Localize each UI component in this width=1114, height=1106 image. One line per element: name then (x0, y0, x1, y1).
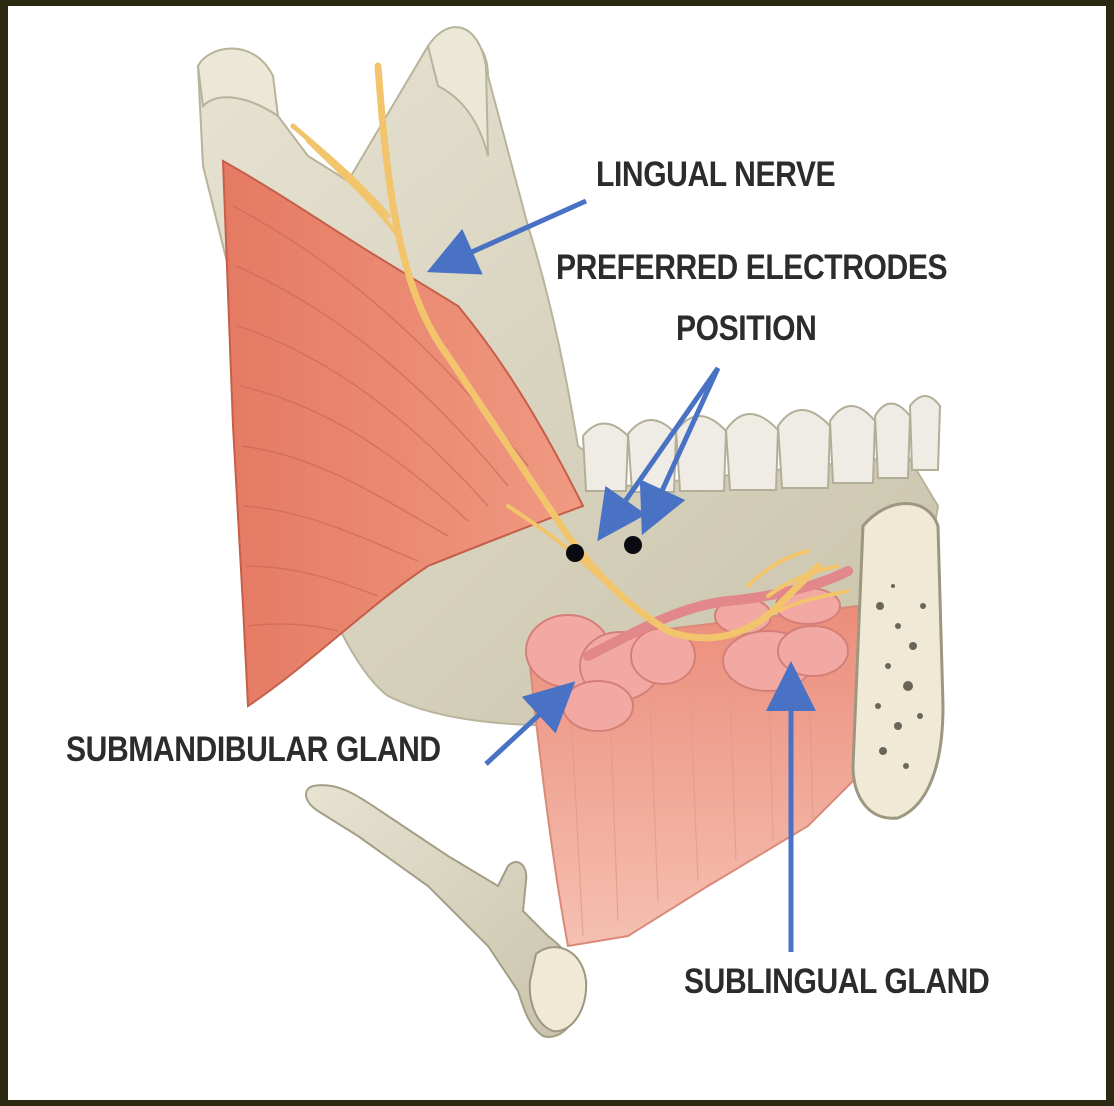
label-electrodes-line1: PREFERRED ELECTRODES (556, 250, 947, 285)
label-lingual-nerve: LINGUAL NERVE (596, 157, 835, 192)
electrode-dot-left (566, 544, 584, 562)
figure-frame: LINGUAL NERVE PREFERRED ELECTRODES POSIT… (8, 6, 1106, 1100)
teeth (583, 396, 940, 492)
mandible-illustration (8, 6, 1106, 1100)
label-sublingual-gland: SUBLINGUAL GLAND (684, 964, 989, 999)
hyoid-section (530, 947, 586, 1031)
label-electrodes-line2: POSITION (676, 311, 816, 346)
label-submandibular-gland: SUBMANDIBULAR GLAND (66, 732, 441, 767)
symphysis-section (853, 504, 943, 819)
electrode-dot-right (624, 536, 642, 554)
